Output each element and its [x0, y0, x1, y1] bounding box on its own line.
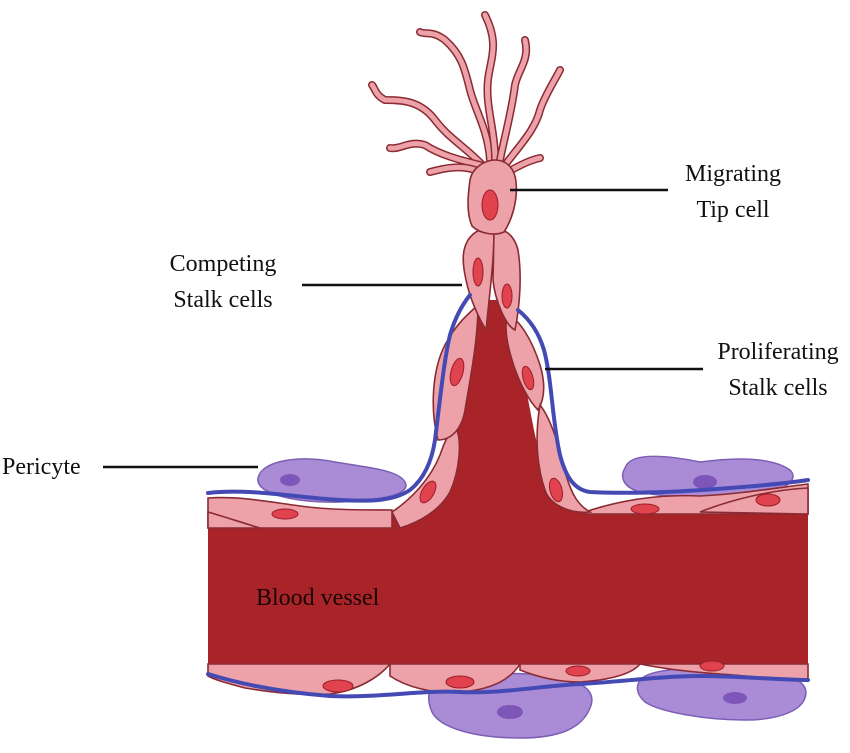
vessel-lumen — [208, 512, 808, 664]
basement-membrane-bottom — [206, 672, 810, 699]
proliferating-stalk-label-line-2: Stalk cells — [728, 375, 828, 401]
competing-stalk-cells — [462, 227, 521, 333]
tip-cell-label-line-2: Tip cell — [696, 197, 770, 223]
competing-stalk-label: Competing Stalk cells — [158, 246, 288, 318]
proliferating-stalk-label-line-1: Proliferating — [717, 339, 839, 365]
basement-membrane-top-right — [516, 308, 810, 495]
sprout-left-wall — [390, 303, 479, 529]
pericyte-label: Pericyte — [2, 454, 81, 480]
basement-membrane-top-left — [206, 293, 472, 503]
tip-cell-filopodia — [368, 11, 564, 176]
sprout-right-wall — [505, 313, 593, 514]
tip-cell-label: Migrating Tip cell — [668, 156, 798, 228]
tip-cell — [467, 159, 518, 235]
competing-stalk-label-line-1: Competing — [169, 251, 277, 277]
pericyte-top-left — [257, 458, 407, 503]
blood-vessel-label: Blood vessel — [256, 585, 380, 611]
tip-cell-label-line-1: Migrating — [685, 161, 781, 187]
vessel-top-wall — [207, 483, 809, 529]
competing-stalk-label-line-2: Stalk cells — [173, 287, 273, 313]
proliferating-stalk-label: Proliferating Stalk cells — [706, 334, 850, 406]
